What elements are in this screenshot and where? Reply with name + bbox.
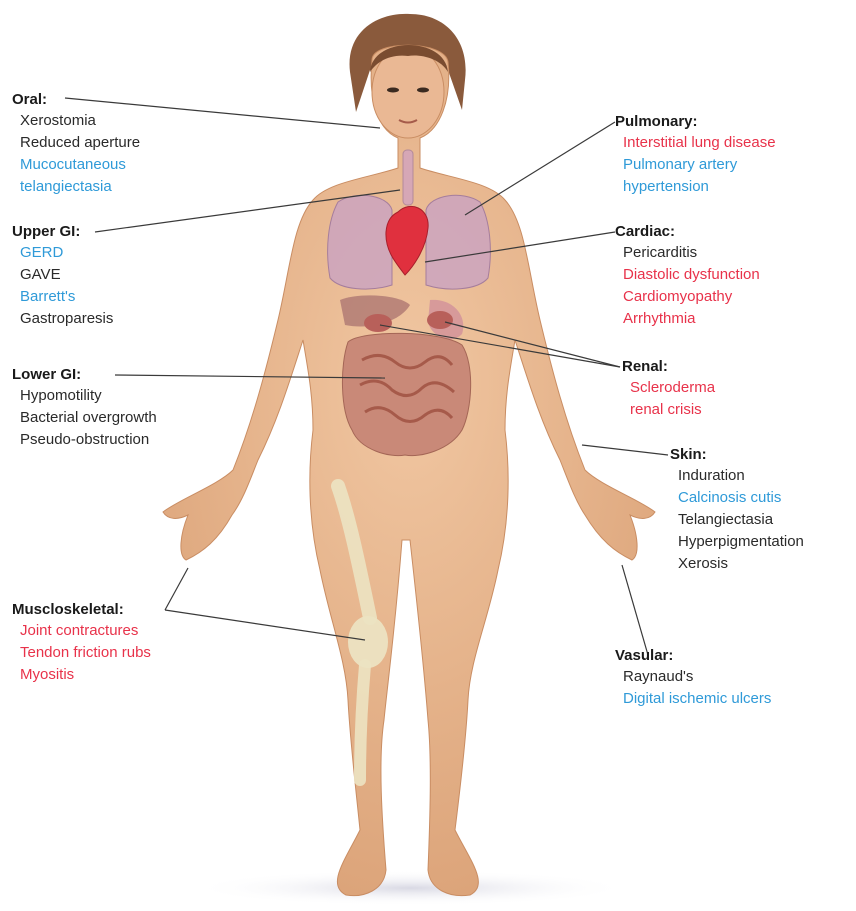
upper-gi-item-4: Gastroparesis [12, 308, 113, 330]
vascular-group: Vasular: Raynaud's Digital ischemic ulce… [615, 646, 771, 710]
pulmonary-item-1: Interstitial lung disease [615, 132, 776, 154]
oral-title: Oral: [12, 90, 140, 110]
lower-gi-item-2: Bacterial overgrowth [12, 407, 157, 429]
cardiac-item-4: Arrhythmia [615, 308, 760, 330]
musculoskeletal-leader-arm [165, 568, 188, 610]
lower-gi-group: Lower GI: Hypomotility Bacterial overgro… [12, 365, 157, 451]
pulmonary-leader [465, 122, 615, 215]
renal-group: Renal: Scleroderma renal crisis [622, 357, 715, 421]
lower-gi-item-3: Pseudo-obstruction [12, 429, 157, 451]
vascular-item-2: Digital ischemic ulcers [615, 688, 771, 710]
upper-gi-item-2: GAVE [12, 264, 113, 286]
lung-left [328, 195, 392, 289]
oral-item-4: telangiectasia [12, 176, 140, 198]
oral-item-1: Xerostomia [12, 110, 140, 132]
vascular-item-1: Raynaud's [615, 666, 771, 688]
skin-leader [582, 445, 668, 455]
vascular-title: Vasular: [615, 646, 771, 666]
skin-title: Skin: [670, 445, 804, 465]
pulmonary-group: Pulmonary: Interstitial lung disease Pul… [615, 112, 776, 198]
musculoskeletal-group: Muscloskeletal: Joint contractures Tendo… [12, 600, 151, 686]
musculoskeletal-item-1: Joint contractures [12, 620, 151, 642]
upper-gi-item-3: Barrett's [12, 286, 113, 308]
kidney-left [364, 314, 392, 332]
cardiac-group: Cardiac: Pericarditis Diastolic dysfunct… [615, 222, 760, 330]
lung-right [426, 195, 490, 289]
musculoskeletal-item-3: Myositis [12, 664, 151, 686]
skin-item-2: Calcinosis cutis [670, 487, 804, 509]
upper-gi-item-1: GERD [12, 242, 113, 264]
skin-item-1: Induration [670, 465, 804, 487]
cardiac-item-1: Pericarditis [615, 242, 760, 264]
renal-item-2: renal crisis [622, 399, 715, 421]
pulmonary-title: Pulmonary: [615, 112, 776, 132]
tibia [360, 665, 365, 780]
floor-shadow [190, 870, 630, 906]
eye-left [387, 88, 399, 93]
kidney-right [427, 311, 453, 329]
oral-item-2: Reduced aperture [12, 132, 140, 154]
trachea [403, 150, 413, 205]
pulmonary-item-2: Pulmonary artery [615, 154, 776, 176]
vascular-leader [622, 565, 648, 655]
renal-title: Renal: [622, 357, 715, 377]
lower-gi-item-1: Hypomotility [12, 385, 157, 407]
cardiac-item-3: Cardiomyopathy [615, 286, 760, 308]
pulmonary-item-3: hypertension [615, 176, 776, 198]
lower-gi-title: Lower GI: [12, 365, 157, 385]
upper-gi-title: Upper GI: [12, 222, 113, 242]
skin-item-3: Telangiectasia [670, 509, 804, 531]
cardiac-title: Cardiac: [615, 222, 760, 242]
upper-gi-group: Upper GI: GERD GAVE Barrett's Gastropare… [12, 222, 113, 330]
skin-group: Skin: Induration Calcinosis cutis Telang… [670, 445, 804, 575]
eye-right [417, 88, 429, 93]
skin-item-5: Xerosis [670, 553, 804, 575]
renal-item-1: Scleroderma [622, 377, 715, 399]
oral-group: Oral: Xerostomia Reduced aperture Mucocu… [12, 90, 140, 198]
cardiac-item-2: Diastolic dysfunction [615, 264, 760, 286]
oral-item-3: Mucocutaneous [12, 154, 140, 176]
musculoskeletal-item-2: Tendon friction rubs [12, 642, 151, 664]
skin-item-4: Hyperpigmentation [670, 531, 804, 553]
musculoskeletal-title: Muscloskeletal: [12, 600, 151, 620]
